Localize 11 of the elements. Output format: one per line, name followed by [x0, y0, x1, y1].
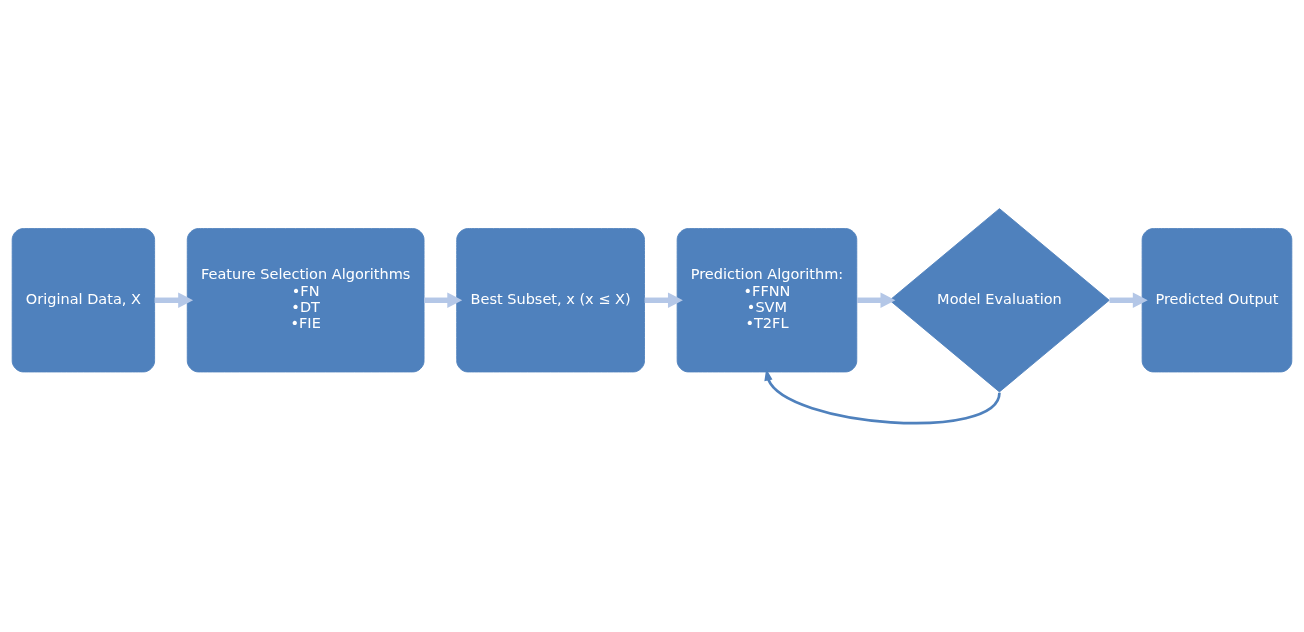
node-box: Prediction Algorithm: •FFNN •SVM •T2FL: [676, 228, 858, 373]
arrow: [154, 292, 194, 309]
node-box: Predicted Output: [1141, 228, 1293, 373]
node-diamond: Model Evaluation: [889, 208, 1110, 393]
node-box: Original Data, X: [11, 228, 156, 373]
arrow: [1109, 292, 1148, 309]
arrow: [424, 292, 463, 309]
node-box: Feature Selection Algorithms •FN •DT •FIE: [186, 228, 425, 373]
arrow: [644, 292, 683, 309]
node-box: Best Subset, x (x ≤ X): [456, 228, 645, 373]
arrow: [857, 292, 896, 309]
